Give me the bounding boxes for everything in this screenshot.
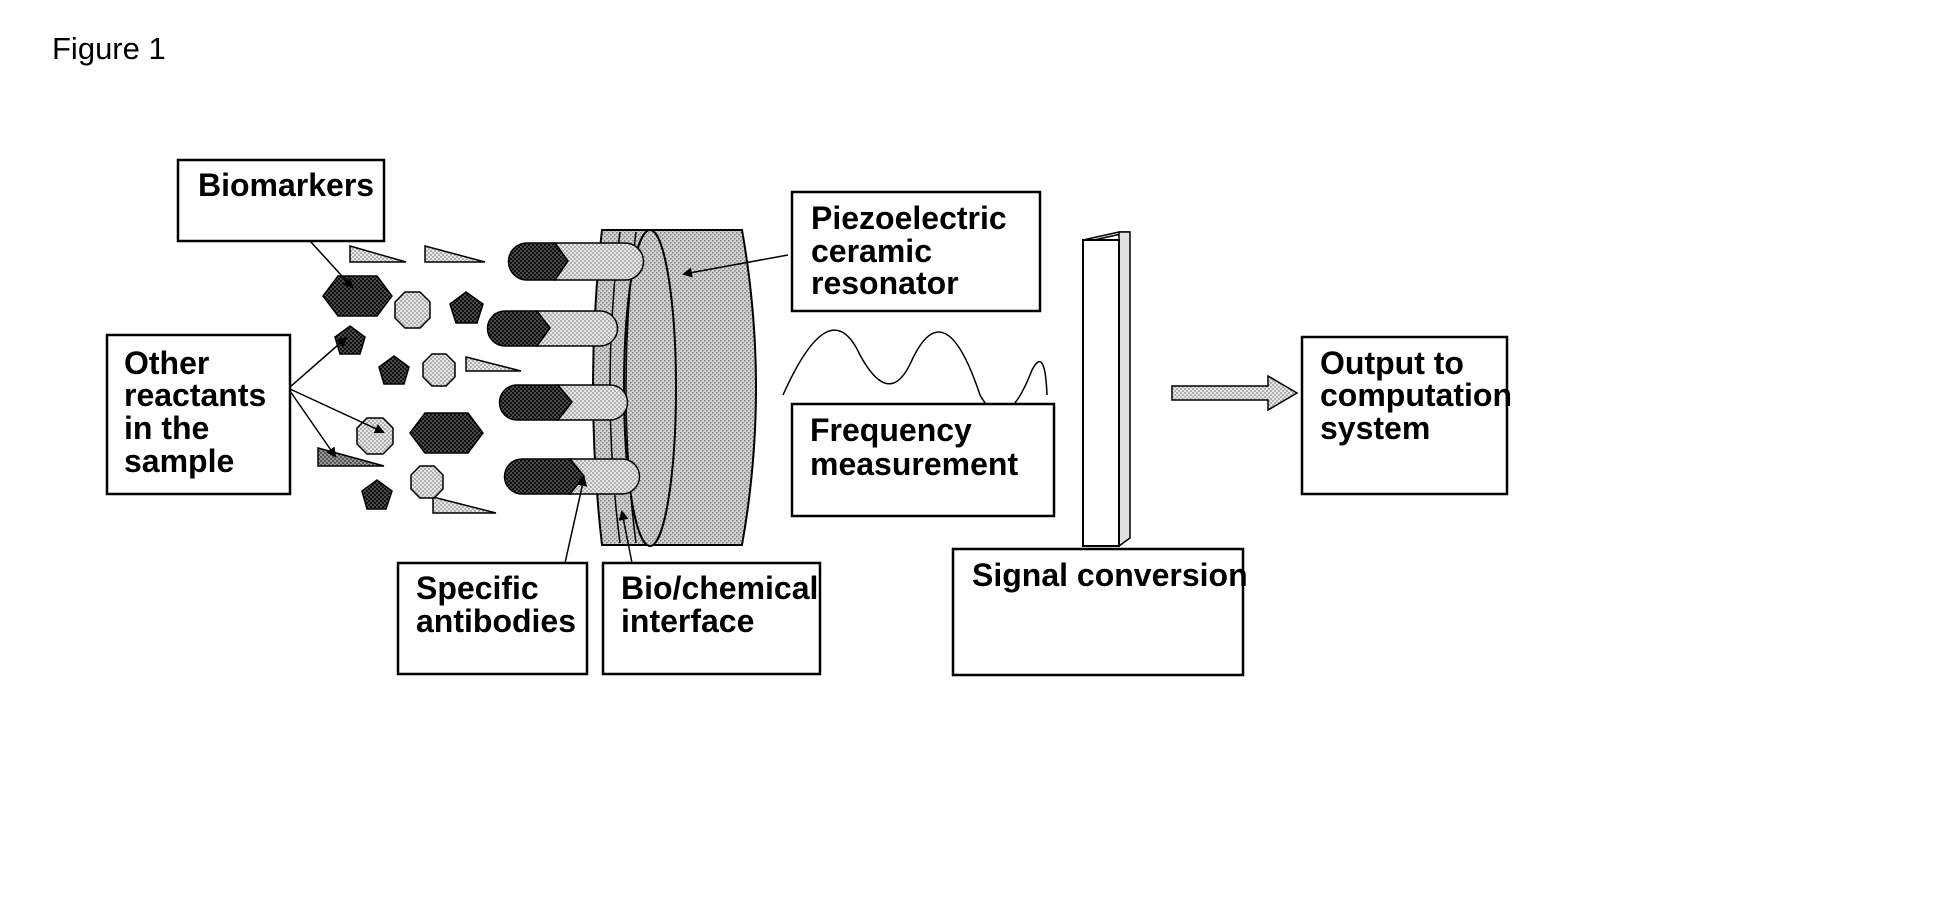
- octagon-particle: [357, 418, 393, 454]
- octagon-particle: [411, 466, 443, 498]
- triangle-particle: [433, 497, 496, 513]
- triangle-particle: [466, 357, 521, 371]
- antibody-1: [509, 243, 644, 280]
- antibody-2: [488, 311, 618, 346]
- octagon-particle: [395, 292, 430, 328]
- signal-wave: [783, 330, 1047, 412]
- antibody-3: [500, 385, 628, 420]
- figure-label: Figure 1: [52, 31, 166, 66]
- signal-conversion-bar: [1083, 232, 1130, 546]
- biomarker-particle: [410, 413, 483, 453]
- triangle-particle: [425, 246, 485, 262]
- pentagon-particle: [362, 480, 392, 509]
- pentagon-particle: [335, 326, 365, 354]
- leader-reactants-3: [290, 391, 335, 456]
- signal-conversion-label: Signal conversion: [972, 557, 1248, 593]
- leader-reactants-1: [290, 338, 346, 387]
- biomarker-particle: [323, 276, 392, 316]
- antibody-4: [505, 459, 640, 494]
- triangle-particle: [350, 246, 406, 262]
- octagon-particle: [423, 354, 455, 386]
- leader-biomarkers: [310, 241, 352, 287]
- output-arrow: [1172, 376, 1297, 410]
- pentagon-particle: [379, 356, 409, 384]
- pentagon-particle: [450, 292, 483, 323]
- biomarkers-label: Biomarkers: [198, 167, 374, 203]
